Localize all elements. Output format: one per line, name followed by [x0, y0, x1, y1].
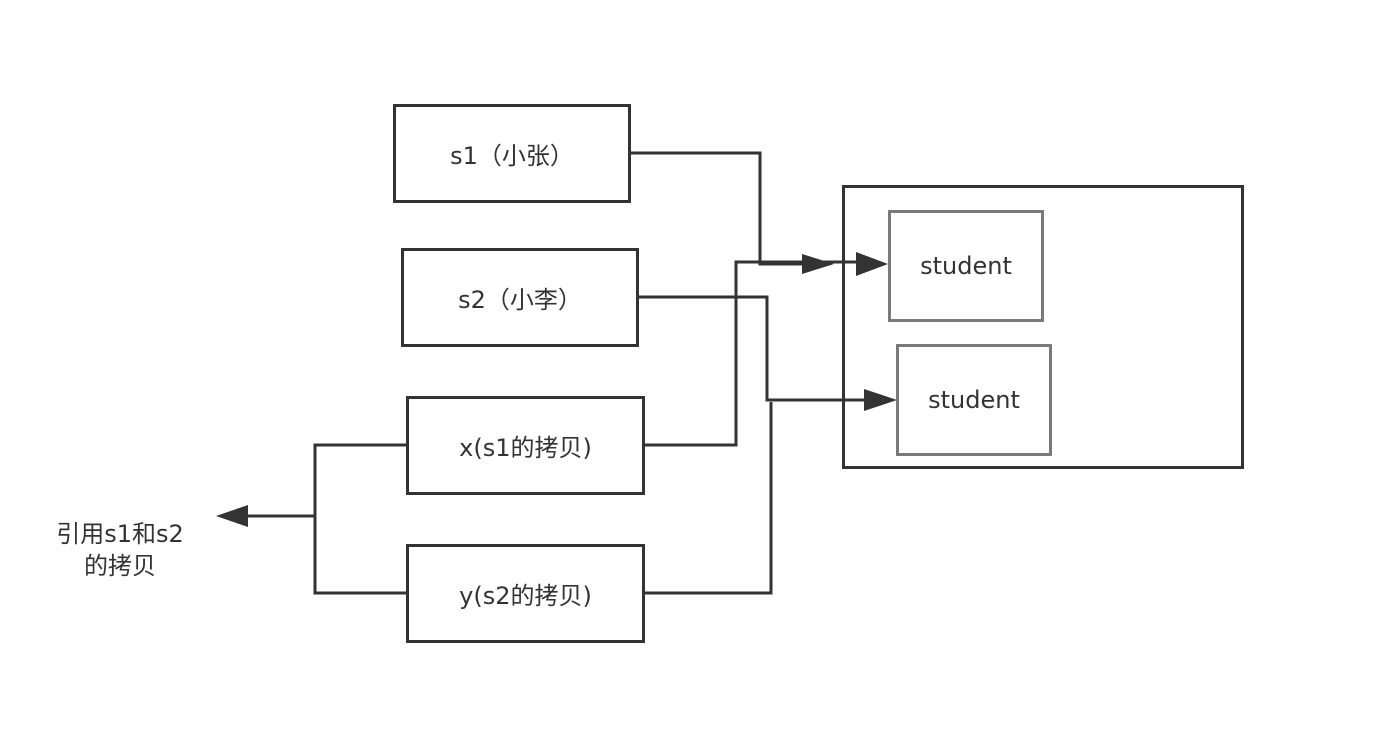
connector-x-to-student-1	[645, 260, 856, 447]
reference-label-x: x(s1的拷贝)	[459, 434, 592, 462]
student-object-1: student	[888, 210, 1044, 322]
reference-label-s1: s1（小张）	[450, 142, 574, 170]
reference-box-s1: s1（小张）	[393, 104, 631, 203]
student-object-2: student	[896, 344, 1052, 456]
reference-box-y: y(s2的拷贝)	[406, 544, 645, 643]
student-object-2-label: student	[928, 386, 1020, 414]
connector-s1-to-student-1	[631, 151, 830, 266]
reference-label-y: y(s2的拷贝)	[459, 582, 592, 610]
reference-label-s2: s2（小李）	[458, 286, 582, 314]
student-object-1-label: student	[920, 252, 1012, 280]
arrowhead-s1	[802, 254, 834, 274]
reference-box-x: x(s1的拷贝)	[406, 396, 645, 495]
reference-box-s2: s2（小李）	[401, 248, 639, 347]
copy-note-line-1: 引用s1和s2	[56, 520, 184, 548]
bracket-x-y	[313, 443, 406, 595]
arrowhead-x	[856, 252, 888, 276]
connector-s2-to-student-2	[639, 295, 866, 402]
connector-y-to-student-2	[645, 402, 773, 595]
arrowhead-note	[216, 505, 248, 527]
heap-container	[842, 185, 1244, 469]
copy-note: 引用s1和s2 的拷贝	[40, 518, 200, 582]
arrowhead-s2	[864, 389, 897, 411]
copy-note-line-2: 的拷贝	[84, 552, 156, 580]
